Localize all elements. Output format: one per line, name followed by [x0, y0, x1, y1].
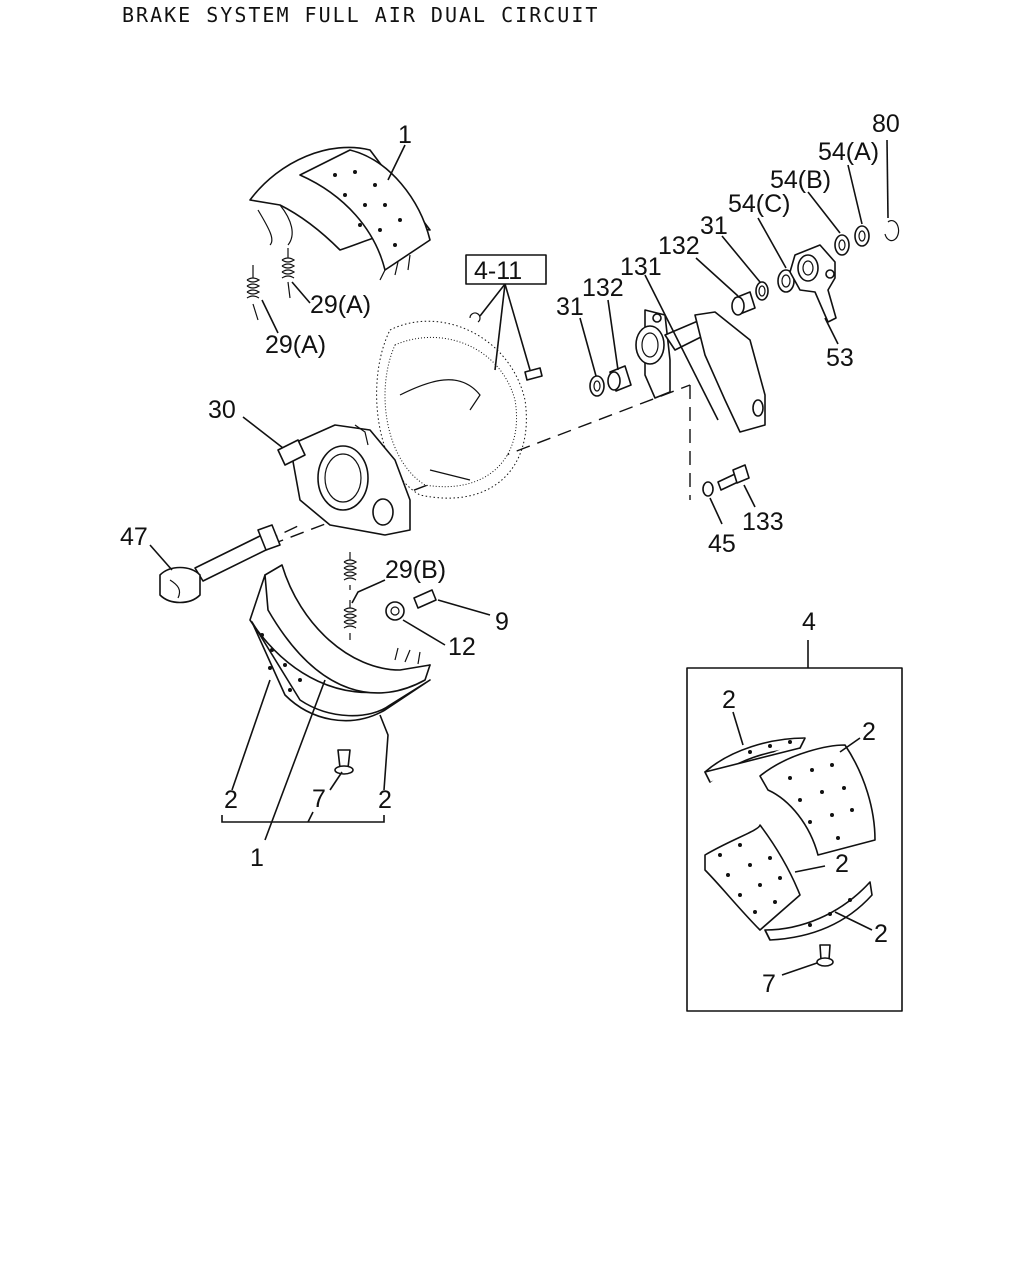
label-131: 131	[620, 253, 662, 281]
label-4-box: 4	[802, 608, 816, 636]
upper-brake-shoe	[249, 146, 431, 281]
leader-12	[402, 619, 446, 646]
label-80: 80	[872, 110, 900, 138]
leader-45	[709, 497, 723, 525]
leader-29a-1	[291, 281, 311, 304]
axis-washers	[589, 220, 900, 397]
leader-1-bottom	[264, 679, 326, 841]
pin-and-bushing	[385, 589, 437, 621]
label-inset-2d: 2	[874, 920, 888, 948]
label-53: 53	[826, 344, 854, 372]
label-54c: 54(C)	[728, 190, 791, 218]
leader-2-mid	[379, 714, 389, 791]
label-54b: 54(B)	[770, 166, 831, 194]
leader-133	[743, 484, 756, 508]
label-1-bottom: 1	[250, 844, 264, 872]
leader-9	[437, 599, 491, 616]
leader-2-left	[231, 679, 271, 791]
camshaft	[159, 524, 281, 604]
lower-rivet	[334, 749, 354, 775]
leader-29b	[351, 579, 386, 604]
washer-and-bolt	[702, 464, 750, 497]
leader-53	[824, 317, 839, 345]
leader-80	[886, 139, 889, 219]
leader-7-main	[329, 771, 343, 791]
label-4-11: 4-11	[474, 257, 522, 285]
leader-inset-7	[781, 962, 818, 976]
leader-1-top	[387, 144, 406, 181]
label-1-top: 1	[398, 121, 412, 149]
label-12: 12	[448, 633, 476, 661]
ref-box-4-11	[465, 254, 547, 285]
label-inset-2c: 2	[835, 850, 849, 878]
leader-132-b	[695, 257, 739, 297]
leader-inset-2d	[834, 911, 873, 931]
bracket-lower	[221, 815, 385, 823]
label-inset-2b: 2	[862, 718, 876, 746]
lower-brake-shoe	[249, 564, 431, 722]
lower-springs	[343, 552, 358, 640]
leader-inset-2c	[794, 865, 826, 873]
label-29b: 29(B)	[385, 556, 446, 584]
leader-54c	[757, 217, 787, 269]
label-9: 9	[495, 608, 509, 636]
leader-54b	[807, 191, 841, 234]
label-29a-2: 29(A)	[265, 331, 326, 359]
leader-inset-2a	[732, 711, 744, 746]
leader-132-a	[607, 299, 619, 371]
inset-lining-top-left	[704, 737, 806, 783]
label-54a: 54(A)	[818, 138, 879, 166]
leader-29a-2	[261, 299, 279, 334]
anchor-bracket	[277, 424, 411, 536]
leader-31-a	[579, 317, 597, 377]
leader-47	[149, 544, 173, 571]
inset-lining-top-right	[759, 744, 876, 856]
upper-springs	[246, 248, 296, 321]
inset-rivet	[816, 944, 834, 967]
leader-30	[242, 416, 284, 449]
leader-54a	[847, 164, 863, 225]
dust-shield	[376, 320, 527, 499]
label-inset-2a: 2	[722, 686, 736, 714]
label-132-b: 132	[658, 232, 700, 260]
label-133: 133	[742, 508, 784, 536]
label-47: 47	[120, 523, 148, 551]
label-31-b: 31	[700, 212, 728, 240]
inset-box	[686, 667, 903, 1012]
label-inset-7: 7	[762, 970, 776, 998]
label-7-main: 7	[312, 785, 326, 813]
label-30: 30	[208, 396, 236, 424]
label-29a-1: 29(A)	[310, 291, 371, 319]
shield-fasteners	[469, 283, 543, 381]
inset-lining-bottom-right	[764, 881, 873, 941]
page-title: BRAKE SYSTEM FULL AIR DUAL CIRCUIT	[122, 3, 599, 27]
label-2-mid: 2	[378, 786, 392, 814]
label-31-a: 31	[556, 293, 584, 321]
leader-131	[644, 274, 719, 421]
inset-lining-bottom-left	[704, 824, 801, 931]
label-132-a: 132	[582, 274, 624, 302]
slack-adjuster	[789, 244, 837, 323]
label-2-left: 2	[224, 786, 238, 814]
label-45: 45	[708, 530, 736, 558]
camshaft-bracket	[635, 309, 766, 433]
leader-inset-2b	[839, 737, 861, 753]
bracket-tick	[307, 811, 314, 823]
leader-31-b	[721, 235, 761, 283]
